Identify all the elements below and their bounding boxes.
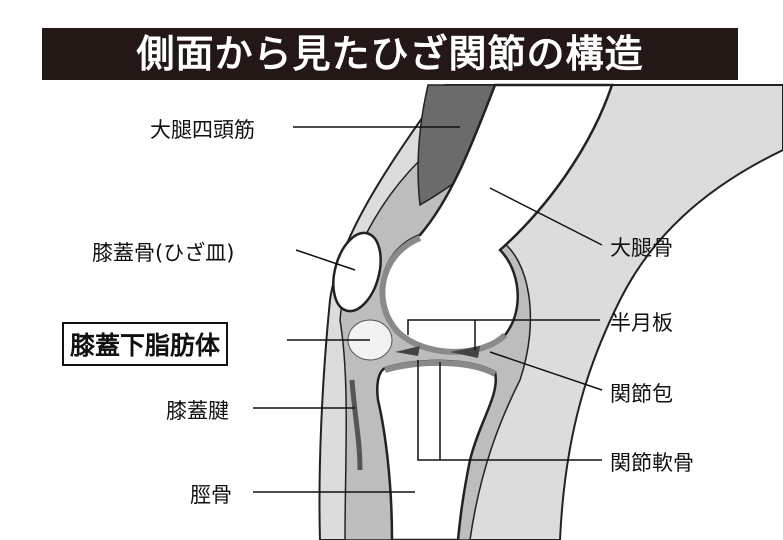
label-infrapatellar-fat-pad: 膝蓋下脂肪体 [62,322,229,366]
label-patella: 膝蓋骨(ひざ皿) [92,241,235,265]
label-femur: 大腿骨 [610,236,673,260]
title: 側面から見たひざ関節の構造 [42,28,738,80]
patella-bone [332,231,382,313]
label-tibia: 脛骨 [190,483,232,507]
meniscus-back [450,346,480,358]
tibia-cartilage [384,359,497,377]
label-joint-capsule: 関節包 [610,382,673,406]
leader-lines [253,126,603,493]
label-quadriceps: 大腿四頭筋 [150,118,255,142]
label-articular-cartilage: 関節軟骨 [610,451,694,475]
label-patellar-tendon: 膝蓋腱 [166,399,229,423]
meniscus-front [395,346,420,356]
label-meniscus: 半月板 [610,311,673,335]
patellar-tendon [349,379,363,471]
